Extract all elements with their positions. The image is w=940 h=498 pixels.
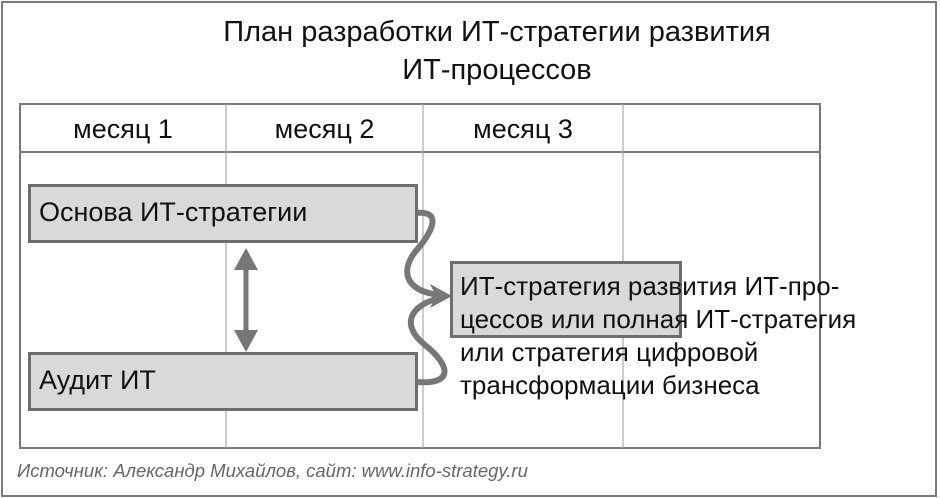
curved-arrow-icon [404,209,448,386]
task-box-strategy-basis [28,184,418,243]
table-border [19,103,821,449]
column-header-month-1: месяц 1 [73,114,173,144]
result-line: ИТ-стратегия развития ИТ-про- [460,271,840,301]
result-line: трансформации бизнеса [460,370,760,400]
title-line-2: ИТ-процессов [402,54,592,86]
column-header-month-2: месяц 2 [274,114,375,144]
task-label: Аудит ИТ [39,365,156,395]
task-box-it-audit [28,352,418,411]
result-line: цессов или полная ИТ-стратегия [460,304,857,334]
arrowhead-icon [430,284,452,308]
double-arrow-icon [234,248,258,352]
column-header-month-3: месяц 3 [473,114,573,144]
result-text: ИТ-стратегия развития ИТ-про- цессов или… [460,270,856,402]
result-box [450,261,682,338]
source-caption: Источник: Александр Михайлов, сайт: www.… [17,460,528,481]
result-line: или стратегия цифровой [460,337,759,367]
column-header-empty [623,104,820,152]
task-label: Основа ИТ-стратегии [39,197,308,227]
title-line-1: План разработки ИТ-стратегии развития [223,16,771,48]
